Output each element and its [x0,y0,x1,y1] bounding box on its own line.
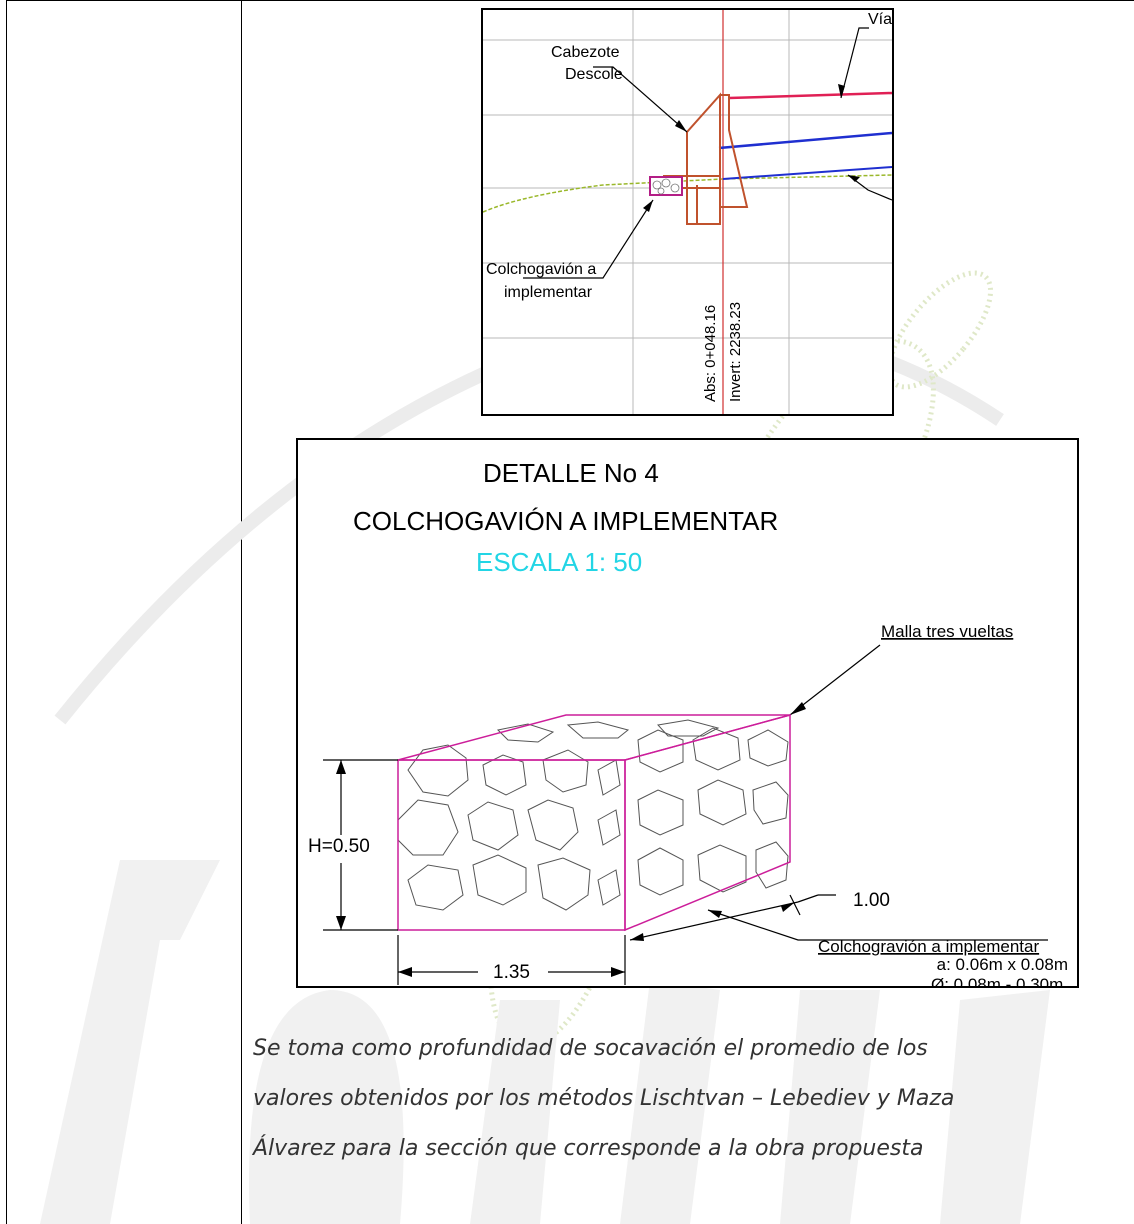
note-diameter: Ø: 0.08m - 0.30m. [931,975,1068,986]
label-cabezote-line2: Descole [565,66,623,83]
paragraph-line-2: valores obtenidos por los métodos Lischt… [253,1086,955,1111]
body-paragraph: Se toma como profundidad de socavación e… [253,1024,1123,1174]
detail-drawing: DETALLE No 4 COLCHOGAVIÓN A IMPLEMENTAR … [296,438,1079,988]
malla-label: Malla tres vueltas [881,622,1013,641]
table-column-divider [241,0,242,1224]
detail-svg: DETALLE No 4 COLCHOGAVIÓN A IMPLEMENTAR … [308,458,1068,986]
detail-subtitle: COLCHOGAVIÓN A IMPLEMENTAR [353,506,778,536]
width-label: 1.35 [493,962,530,983]
note-title: Colchogravión a implementar [818,937,1039,956]
label-cabezote-line1: Cabezote [551,44,620,61]
depth-label: 1.00 [853,890,890,911]
note-a: a: 0.06m x 0.08m [937,955,1068,974]
detail-title: DETALLE No 4 [483,458,659,488]
table-top-border [7,0,1134,1]
paragraph-line-1: Se toma como profundidad de socavación e… [253,1036,928,1061]
label-via: Vía [868,11,892,28]
detail-scale: ESCALA 1: 50 [476,547,642,577]
paragraph-line-3: Álvarez para la sección que corresponde … [253,1136,924,1161]
label-colchogavion-line2: implementar [504,284,593,301]
height-label: H=0.50 [308,836,370,857]
label-invert: Invert: 2238.23 [727,302,744,402]
label-colchogavion-line1: Colchogavión a [486,261,596,278]
profile-svg: Vía Cabezote Descole Colchogavión a impl… [483,10,892,414]
label-abs: Abs: 0+048.16 [702,305,719,402]
profile-drawing: Vía Cabezote Descole Colchogavión a impl… [481,8,894,416]
